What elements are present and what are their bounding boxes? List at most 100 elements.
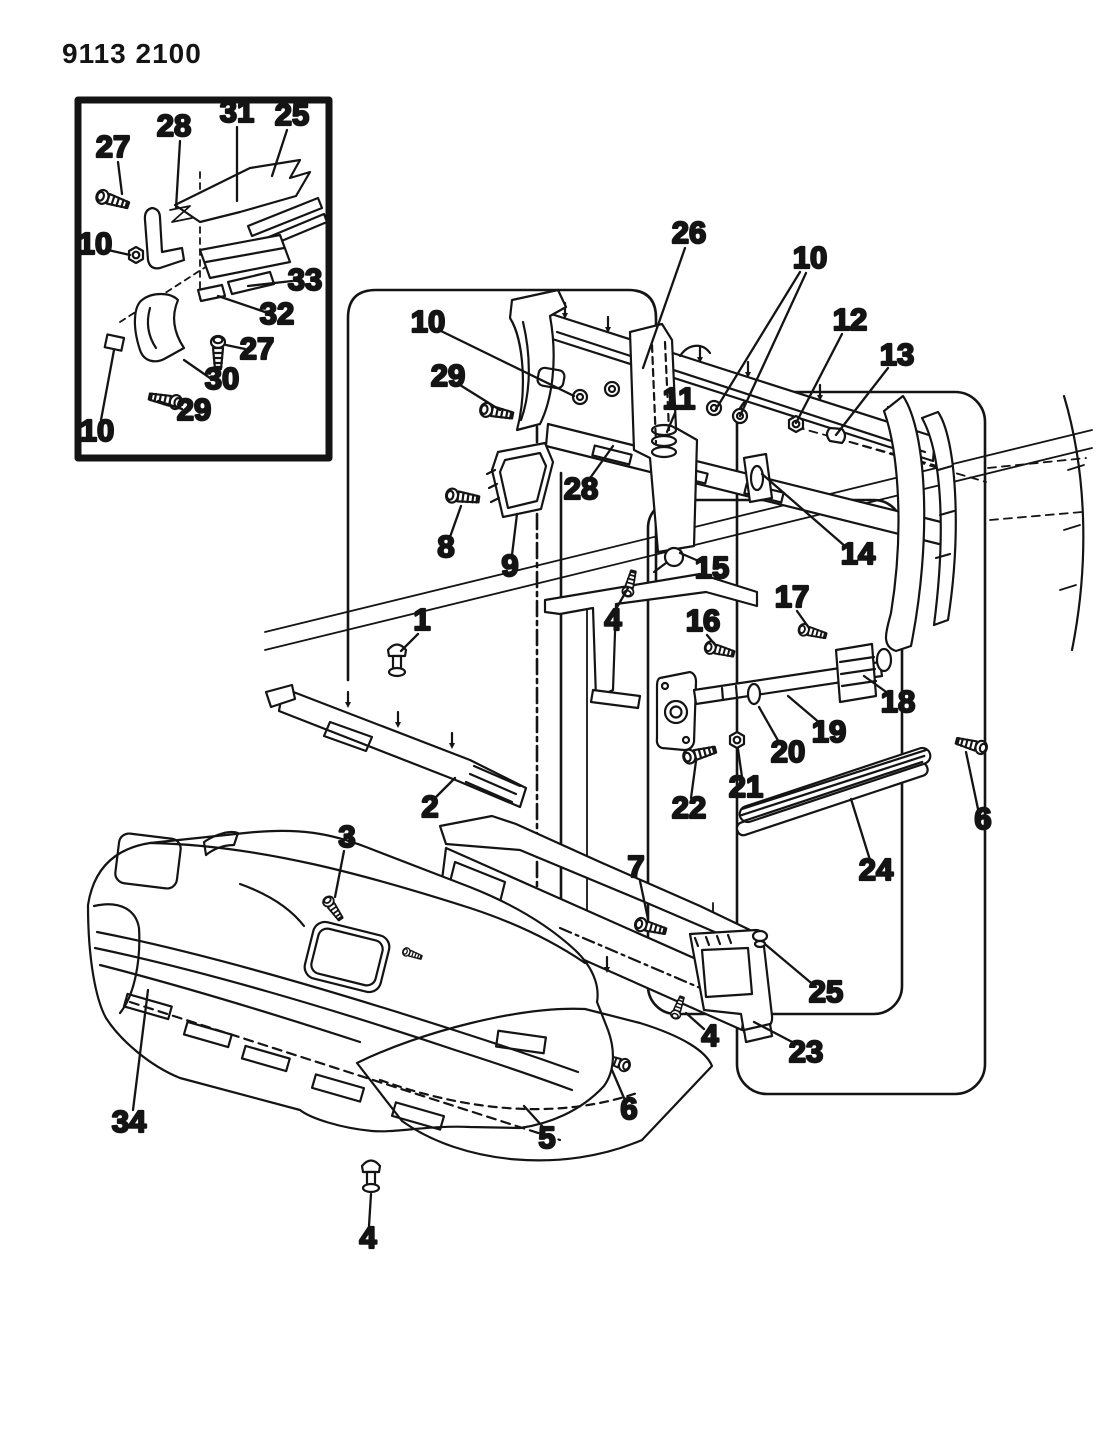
- leader-line-29: [458, 383, 502, 412]
- leader-line-34: [131, 988, 150, 1112]
- leader-line-30: [182, 358, 212, 380]
- drawing-number: 9113 2100: [62, 38, 202, 69]
- callout-16: 16: [686, 603, 720, 638]
- callout-19: 19: [812, 714, 846, 749]
- push-pin-4: [360, 1159, 382, 1194]
- callout-21: 21: [729, 769, 763, 804]
- rail-strip: [246, 196, 324, 238]
- callout-4: 4: [701, 1018, 719, 1053]
- callout-27: 27: [96, 129, 130, 164]
- grommet-10: [571, 388, 589, 406]
- callout-2: 2: [421, 789, 438, 824]
- leader-line-28: [174, 139, 182, 210]
- leader-line-27: [116, 160, 124, 196]
- callout-32: 32: [260, 296, 294, 331]
- leader-line-2: [434, 776, 457, 799]
- lamp-recess-left: [114, 832, 182, 890]
- leader-line-4: [367, 1192, 373, 1228]
- leader-line-15: [678, 551, 703, 564]
- leader-line-12: [794, 332, 844, 425]
- wheel-arch: [92, 903, 141, 1015]
- stud-25: [751, 929, 769, 943]
- leader-line-8: [448, 504, 463, 539]
- energy-absorber-2: [264, 683, 528, 809]
- leader-line-10: [738, 271, 808, 418]
- leader-line-28: [586, 444, 615, 483]
- lamp-recess-right: [303, 920, 391, 994]
- license-bracket: [485, 441, 555, 519]
- bumper-fascia-34: [86, 829, 614, 1142]
- leader-line-21: [736, 747, 744, 779]
- leader-line-33: [246, 279, 294, 288]
- clip-10: [103, 333, 126, 352]
- callout-8: 8: [437, 529, 454, 564]
- right-rail-band: [920, 410, 957, 627]
- callout-18: 18: [881, 684, 915, 719]
- screw-8: [444, 486, 481, 508]
- oval-bracket-14: [742, 452, 774, 504]
- screw-29: [477, 400, 516, 424]
- lower-valance-5: [355, 1007, 714, 1162]
- leader-line-5: [522, 1104, 545, 1129]
- callout-27: 27: [240, 331, 274, 366]
- callout-5: 5: [538, 1120, 555, 1155]
- callout-10: 10: [793, 240, 827, 275]
- hook-bar-19: [692, 660, 884, 706]
- callout-29: 29: [431, 358, 465, 393]
- leader-line-6: [964, 750, 980, 811]
- nut-21: [728, 730, 746, 750]
- center-stanchion: [628, 322, 699, 554]
- leader-line-6: [610, 1068, 626, 1100]
- callout-9: 9: [501, 548, 518, 583]
- callout-10: 10: [411, 304, 445, 339]
- callout-10: 10: [78, 226, 112, 261]
- callout-28: 28: [157, 108, 191, 143]
- callout-11: 11: [663, 381, 696, 416]
- tab-32: [196, 283, 227, 303]
- leader-line-11: [665, 411, 677, 434]
- callout-30: 30: [205, 361, 239, 396]
- leader-line-23: [752, 1020, 798, 1046]
- leader-line-3: [333, 849, 346, 899]
- callout-12: 12: [833, 302, 867, 337]
- mount-plate-31: [198, 233, 292, 280]
- callout-26: 26: [672, 215, 706, 250]
- leader-line-4: [684, 1011, 706, 1031]
- rub-strip-24: [735, 746, 932, 837]
- leader-line-14: [760, 472, 848, 549]
- callout-7: 7: [627, 849, 644, 884]
- callout-6: 6: [620, 1091, 637, 1126]
- leader-line-9: [510, 512, 519, 557]
- callout-4: 4: [604, 602, 622, 637]
- callout-3: 3: [338, 819, 355, 854]
- leader-line-16: [705, 633, 718, 648]
- leader-line-24: [849, 797, 872, 862]
- coil-spring: [650, 423, 678, 459]
- callout-14: 14: [841, 536, 876, 571]
- callout-33: 33: [288, 262, 322, 297]
- leader-line-20: [757, 705, 782, 746]
- leader-line-1: [399, 632, 420, 653]
- callout-17: 17: [775, 579, 809, 614]
- callout-28: 28: [564, 471, 598, 506]
- left-wing-bracket: [508, 288, 568, 432]
- callout-25: 25: [275, 97, 309, 132]
- leader-line-7: [638, 879, 650, 921]
- leader-line-10: [439, 329, 576, 398]
- spacer-20: [746, 682, 762, 706]
- leader-line-19: [786, 694, 823, 726]
- callout-29: 29: [177, 392, 211, 427]
- leader-line-32: [216, 294, 267, 314]
- callout-4: 4: [359, 1220, 377, 1255]
- leader-line-22: [689, 759, 698, 800]
- leader-line-29: [156, 399, 184, 411]
- leader-line-10: [99, 348, 116, 422]
- callout-13: 13: [880, 337, 914, 372]
- callout-22: 22: [672, 790, 706, 825]
- duct-bracket-30: [133, 292, 186, 363]
- hook-bracket-28: [143, 206, 186, 270]
- callout-31: 31: [220, 94, 254, 129]
